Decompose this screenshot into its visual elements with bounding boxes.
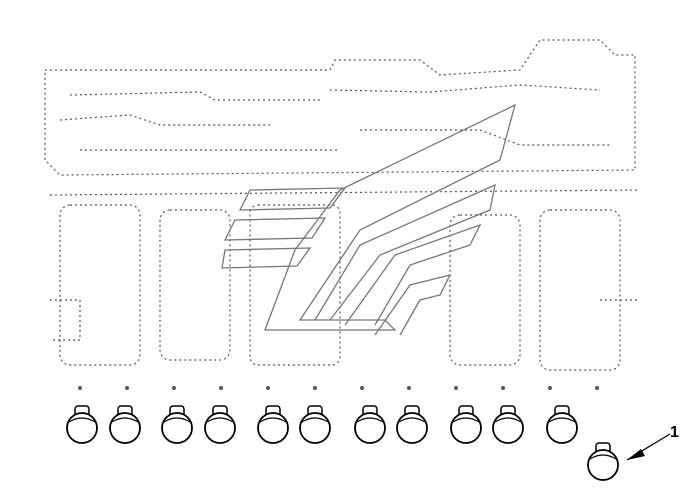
plug-part	[587, 442, 619, 481]
plug-part	[450, 405, 482, 444]
plug-part	[257, 405, 289, 444]
plug-part	[299, 405, 331, 444]
hole-dot	[313, 386, 317, 390]
plug-part	[396, 405, 428, 444]
hole-dot	[360, 386, 364, 390]
watermark-logo	[221, 103, 517, 336]
hole-dot	[454, 386, 458, 390]
plug-part	[546, 405, 578, 444]
hole-dot	[125, 386, 129, 390]
hole-dot	[407, 386, 411, 390]
plug-part	[204, 405, 236, 444]
hole-dot	[501, 386, 505, 390]
engine-block-outline	[44, 39, 641, 371]
hole-dot	[172, 386, 176, 390]
hole-dot	[548, 386, 552, 390]
plug-part	[66, 405, 98, 444]
callout-label: 1	[670, 424, 679, 441]
plug-part	[492, 405, 524, 444]
hole-dot	[78, 386, 82, 390]
fastener-hole-row	[78, 386, 599, 390]
plug-parts-row	[66, 405, 619, 481]
hole-dot	[595, 386, 599, 390]
plug-part	[109, 405, 141, 444]
plug-part	[354, 405, 386, 444]
hole-dot	[219, 386, 223, 390]
plug-part	[161, 405, 193, 444]
hole-dot	[266, 386, 270, 390]
callout-leader	[626, 433, 671, 461]
